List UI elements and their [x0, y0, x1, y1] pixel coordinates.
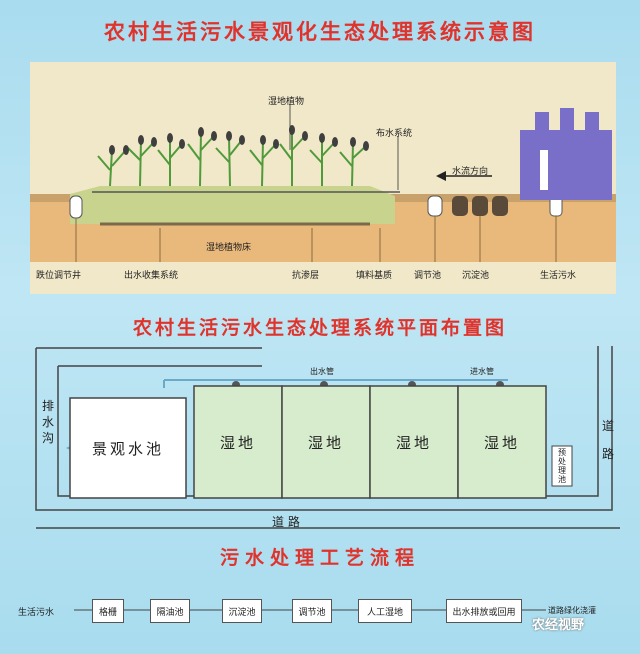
label-domestic-sewage: 生活污水	[540, 271, 577, 281]
label-outlet-system: 出水收集系统	[124, 271, 179, 281]
label-flow-direction: 水流方向	[452, 167, 489, 177]
sedimentation-tank-3	[492, 196, 508, 216]
label-regulating: 调节池	[414, 271, 442, 281]
sedimentation-tank-2	[472, 196, 488, 216]
process-step-5: 人工湿地	[358, 599, 412, 623]
pretreatment-label: 预处理池	[558, 448, 566, 484]
wetland-cell-4	[457, 385, 547, 499]
pipe-label-outlet: 出水管	[310, 367, 334, 376]
process-step-6: 出水排放或回用	[446, 599, 522, 623]
plant-seed-heads	[109, 125, 369, 155]
wetland-cell-3	[369, 385, 459, 499]
wetland-cell-2	[281, 385, 371, 499]
process-start: 生活污水	[18, 608, 55, 618]
process-end: 道路绿化浇灌	[548, 606, 596, 615]
wetland-label-2: 湿地	[307, 433, 344, 452]
flow-arrow-head	[436, 171, 446, 181]
drain-ditch-label: 排水沟	[41, 399, 54, 445]
ground-dividers	[75, 216, 557, 262]
wetland-label-4: 湿地	[483, 433, 520, 452]
pretreatment-box	[551, 445, 573, 487]
landscape-pool-box	[69, 397, 187, 499]
landscape-pool-label: 景观水池	[91, 439, 164, 458]
pipe-label-inlet: 进水管	[470, 367, 494, 376]
sedimentation-tank-1	[452, 196, 468, 216]
label-filler-base: 填料基质	[356, 271, 393, 281]
wetland-label-3: 湿地	[395, 433, 432, 452]
process-step-2: 隔油池	[150, 599, 190, 623]
process-step-1: 格栅	[92, 599, 124, 623]
road-label-right: 道路	[601, 419, 614, 461]
label-pointers	[289, 104, 399, 190]
plan-title: 农村生活污水生态处理系统平面布置图	[132, 317, 507, 339]
process-step-4: 调节池	[292, 599, 332, 623]
label-drain-well: 跌位调节井	[36, 271, 82, 281]
watermark: 农经视野	[532, 618, 585, 633]
wetland-cell-1	[193, 385, 283, 499]
label-distribution: 布水系统	[376, 129, 413, 139]
road-label-bottom: 道 路	[272, 515, 300, 529]
wetland-bed	[70, 186, 395, 224]
label-wetland-plants: 湿地植物	[268, 97, 305, 107]
building	[520, 108, 612, 200]
label-anti-seepage: 抗渗层	[292, 271, 320, 281]
wetland-plants	[97, 130, 367, 187]
wetland-label-1: 湿地	[219, 433, 256, 452]
schematic-title: 农村生活污水景观化生态处理系统示意图	[104, 20, 536, 44]
label-sedimentation: 沉淀池	[462, 271, 490, 281]
label-wetland-bed: 湿地植物床	[206, 243, 252, 253]
process-step-3: 沉淀池	[222, 599, 262, 623]
process-title: 污水处理工艺流程	[219, 547, 420, 569]
